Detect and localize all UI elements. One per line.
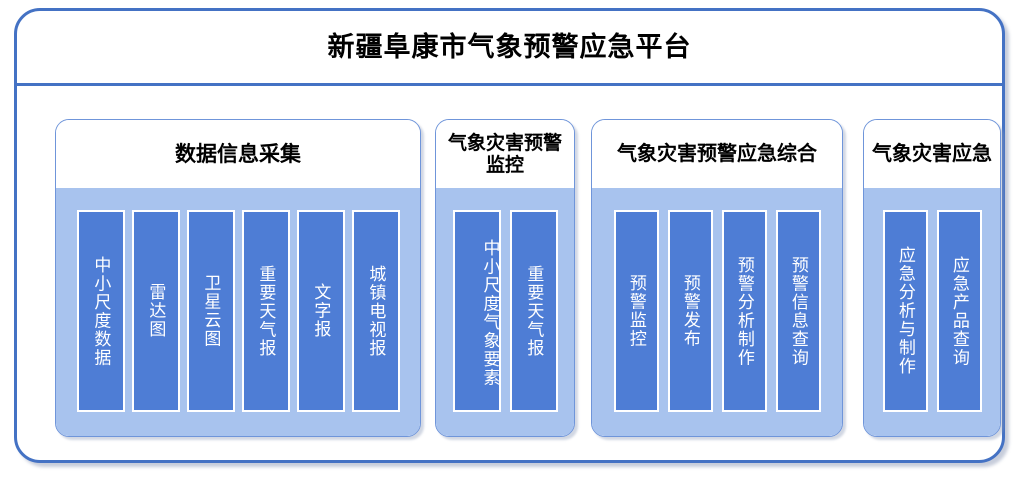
- group-row: 数据信息采集 中小尺度数据 雷达图 卫星云图 重要天气报 文字报 城镇电视报 气…: [43, 119, 1001, 439]
- group-title: 气象灾害预警监控: [436, 120, 574, 190]
- group-panel-disaster-emergency[interactable]: 气象灾害应急 应急分析与制作 应急产品查询: [863, 119, 1001, 437]
- leaf-item[interactable]: 预警发布: [667, 210, 713, 412]
- leaf-item[interactable]: 应急产品查询: [936, 210, 982, 412]
- leaf-item[interactable]: 雷达图: [131, 210, 180, 412]
- group-body: 中小尺度数据 雷达图 卫星云图 重要天气报 文字报 城镇电视报: [56, 188, 420, 436]
- platform-frame: 新疆阜康市气象预警应急平台 数据信息采集 中小尺度数据 雷达图 卫星云图 重要天…: [14, 8, 1005, 463]
- leaf-item[interactable]: 预警监控: [613, 210, 659, 412]
- leaf-item[interactable]: 中小尺度气象要素: [452, 210, 501, 412]
- group-title: 数据信息采集: [56, 120, 420, 190]
- leaf-item[interactable]: 重要天气报: [241, 210, 290, 412]
- leaf-item[interactable]: 应急分析与制作: [882, 210, 928, 412]
- group-panel-warning-emergency-integrated[interactable]: 气象灾害预警应急综合 预警监控 预警发布 预警分析制作 预警信息查询: [591, 119, 843, 437]
- leaf-item[interactable]: 重要天气报: [509, 210, 558, 412]
- group-body: 应急分析与制作 应急产品查询: [864, 188, 1000, 436]
- group-body: 预警监控 预警发布 预警分析制作 预警信息查询: [592, 188, 842, 436]
- leaf-item[interactable]: 预警信息查询: [775, 210, 821, 412]
- group-body: 中小尺度气象要素 重要天气报: [436, 188, 574, 436]
- group-panel-disaster-warning-monitor[interactable]: 气象灾害预警监控 中小尺度气象要素 重要天气报: [435, 119, 575, 437]
- group-title: 气象灾害应急: [864, 120, 1000, 190]
- group-title: 气象灾害预警应急综合: [592, 120, 842, 190]
- leaf-item[interactable]: 卫星云图: [186, 210, 235, 412]
- leaf-item[interactable]: 文字报: [296, 210, 345, 412]
- page-title: 新疆阜康市气象预警应急平台: [327, 32, 692, 62]
- leaf-item[interactable]: 预警分析制作: [721, 210, 767, 412]
- title-divider: [17, 83, 1002, 86]
- leaf-item[interactable]: 城镇电视报: [351, 210, 400, 412]
- leaf-item[interactable]: 中小尺度数据: [76, 210, 125, 412]
- group-panel-data-collection[interactable]: 数据信息采集 中小尺度数据 雷达图 卫星云图 重要天气报 文字报 城镇电视报: [55, 119, 421, 437]
